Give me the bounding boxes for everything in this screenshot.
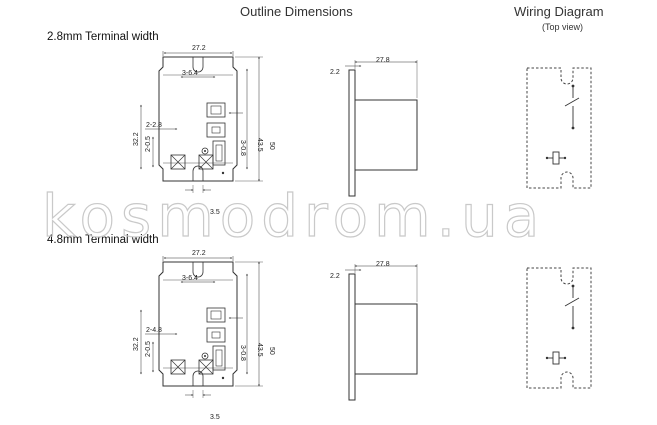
- dim-50: 50: [268, 142, 275, 150]
- dim-2-4-8: 2-4.8: [146, 327, 162, 334]
- dim-32-2: 32.2: [133, 132, 140, 146]
- dim-43-5: 43.5: [256, 343, 263, 357]
- dim-2-0-5: 2-0.5: [145, 341, 152, 357]
- dim-32-2: 32.2: [133, 337, 140, 351]
- dim-3-0-8: 3-0.8: [239, 345, 246, 361]
- section-label-2-8mm: 2.8mm Terminal width: [47, 31, 159, 43]
- outline-dimensions-header: Outline Dimensions: [240, 4, 353, 19]
- section-label-4-8mm: 4.8mm Terminal width: [47, 234, 159, 246]
- dim-27-2: 27.2: [192, 250, 206, 257]
- wiring-diagram-header: Wiring Diagram: [514, 4, 604, 19]
- wiring-diagram-2-8mm: [526, 67, 592, 189]
- dim-27-8: 27.8: [376, 261, 390, 268]
- dim-2-2: 2.2: [330, 273, 340, 280]
- side-view-4-8mm: [345, 264, 417, 400]
- dim-50: 50: [268, 347, 275, 355]
- watermark-text: kosmodrom.ua: [42, 182, 545, 250]
- dim-43-5: 43.5: [256, 138, 263, 152]
- dim-3-5: 3.5: [210, 414, 220, 421]
- dim-2-0-5: 2-0.5: [145, 136, 152, 152]
- dim-27-2: 27.2: [192, 45, 206, 52]
- dim-2-2-8: 2-2.8: [146, 122, 162, 129]
- wiring-diagram-subtitle: (Top view): [542, 22, 584, 32]
- dim-3-6-4: 3-6.4: [182, 70, 198, 77]
- dim-3-0-8: 3-0.8: [239, 140, 246, 156]
- side-view-2-8mm: [345, 60, 417, 196]
- wiring-diagram-4-8mm: [526, 267, 592, 389]
- dim-3-6-4: 3-6.4: [182, 275, 198, 282]
- dim-3-5: 3.5: [210, 209, 220, 216]
- dim-27-8: 27.8: [376, 57, 390, 64]
- dim-2-2: 2.2: [330, 69, 340, 76]
